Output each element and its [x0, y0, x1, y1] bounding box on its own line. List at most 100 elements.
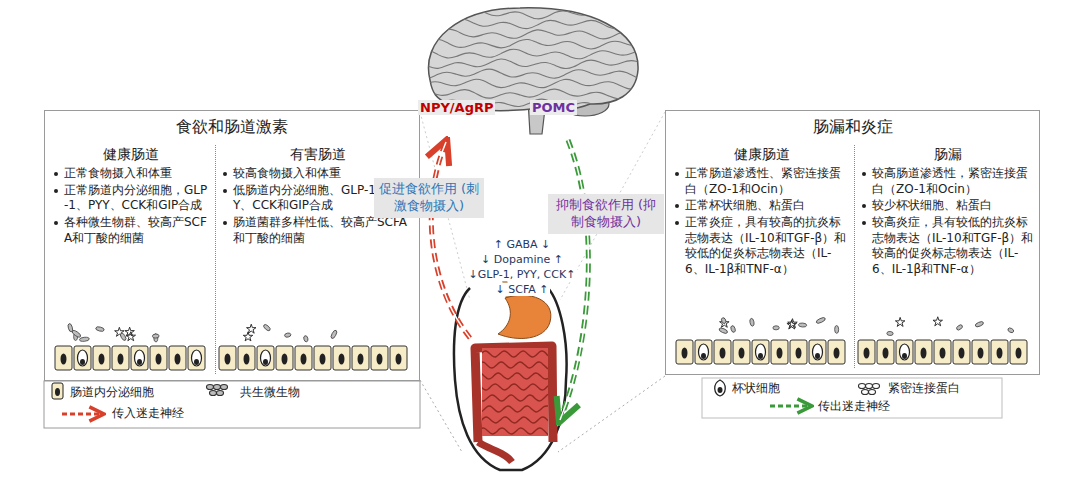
legend-sample: [62, 414, 102, 415]
gut-column: 健康肠道正常肠道渗透性、紧密连接蛋白（ZO-1和Ocin）正常杯状细胞、粘蛋白正…: [672, 145, 852, 368]
panel-box: 食欲和肠道激素健康肠道正常食物摄入和体重正常肠道内分泌细胞，GLP-1、PYY、…: [44, 110, 420, 381]
brain-region: NPY/AgRP: [418, 100, 495, 115]
microbe: [243, 332, 253, 341]
microbe: [263, 323, 272, 331]
brain-gyri: [420, 9, 645, 108]
bullet-item: 较高炎症，具有较低的抗炎标志物表达（IL-10和TGF-β）和较高的促炎标志物表…: [861, 215, 1034, 277]
cell-nucleus: [156, 354, 162, 365]
cell-nucleus: [815, 353, 820, 359]
bullet-item: 较少杯状细胞、粘蛋白: [861, 198, 1034, 214]
cell-nucleus: [263, 359, 268, 365]
effect-tag: 促进食欲作用 (刺激食物摄入): [374, 178, 484, 218]
cell-nucleus: [244, 354, 250, 365]
microbe: [895, 317, 905, 326]
microbe-icon: [214, 385, 221, 390]
cell-nucleus: [396, 354, 402, 365]
cell-nucleus: [959, 348, 965, 359]
microbe: [79, 337, 89, 342]
epithelial-cell: [809, 340, 826, 364]
microbe: [284, 332, 291, 337]
epithelial-cell: [314, 346, 331, 370]
legend-text: 共生微生物: [240, 385, 300, 401]
gyrus-line: [420, 29, 645, 39]
gut-column: 健康肠道正常食物摄入和体重正常肠道内分泌细胞，GLP-1、PYY、CCK和GIP…: [51, 145, 211, 374]
cell-nucleus: [921, 348, 927, 359]
cell-nucleus: [883, 348, 889, 359]
cell-nucleus: [902, 353, 907, 359]
microbe: [975, 321, 985, 328]
legend-text: 传入迷走神经: [112, 406, 184, 422]
legend-sample: [207, 385, 228, 396]
digestive-tract: [454, 278, 567, 470]
epithelial-cell: [74, 346, 91, 370]
cell-nucleus: [701, 353, 706, 359]
signal-change: ↓ SCFA ↑: [494, 283, 551, 296]
microbe-icon: [217, 391, 224, 396]
cell-nucleus: [720, 348, 726, 359]
cell-nucleus: [834, 348, 840, 359]
epithelial-cell: [991, 340, 1008, 364]
cell-nucleus: [1016, 348, 1022, 359]
microbe: [152, 334, 159, 338]
microbe: [749, 318, 754, 326]
epithelium: [676, 317, 845, 364]
special-cell: [135, 350, 145, 366]
microbe: [798, 323, 806, 328]
afferent-vagus-arrow: [431, 142, 470, 338]
epithelial-cell: [972, 340, 989, 364]
cell-nucleus: [377, 354, 383, 365]
microbe: [887, 331, 894, 335]
intestine-loops: [480, 351, 548, 435]
special-cell: [756, 344, 766, 360]
special-cell: [78, 350, 88, 366]
legend-text: 紧密连接蛋白: [888, 381, 960, 397]
epithelial-cell: [733, 340, 750, 364]
bullet-item: 正常肠道渗透性、紧密连接蛋白（ZO-1和Ocin）: [674, 166, 850, 197]
gyrus-line: [420, 89, 645, 99]
epithelial-cell: [828, 340, 845, 364]
intestine-loop: [480, 428, 548, 435]
panel-box: 肠漏和炎症健康肠道正常肠道渗透性、紧密连接蛋白（ZO-1和Ocin）正常杯状细胞…: [665, 110, 1040, 375]
special-cell: [813, 344, 823, 360]
microbe-icon: [221, 385, 228, 390]
stomach: [498, 295, 551, 338]
gyrus-line: [420, 19, 645, 29]
intestine-loop: [480, 372, 548, 379]
microbe: [773, 326, 779, 330]
panel-title: 肠漏和炎症: [666, 117, 1039, 138]
gyrus-line: [420, 59, 645, 69]
cell-nucleus: [175, 354, 181, 365]
epithelial-cell: [333, 346, 350, 370]
legend-sample: [859, 384, 880, 395]
signal-change: ↑ GABA ↓: [492, 238, 553, 251]
bullet-item: 正常肠道内分泌细胞，GLP-1、PYY、CCK和GIP合成: [53, 183, 209, 214]
gyrus-line: [420, 79, 645, 89]
microbe: [816, 317, 826, 325]
microbe-icon: [869, 390, 876, 395]
brain: [420, 8, 645, 134]
large-intestine: [475, 346, 553, 442]
bullet-item: 各种微生物群、较高产SCFA和丁酸的细菌: [53, 215, 209, 246]
intestine-loop: [480, 406, 548, 413]
brain-region: POMC: [530, 100, 577, 115]
epithelial-cell: [55, 346, 72, 370]
microbe-icon: [207, 385, 214, 390]
epithelial-cell: [276, 346, 293, 370]
column-heading: 健康肠道: [674, 145, 850, 163]
microbe: [119, 332, 127, 341]
epithelial-cell: [714, 340, 731, 364]
epithelial-cell: [953, 340, 970, 364]
epithelial-cell: [877, 340, 894, 364]
arrow-inner: [431, 142, 470, 338]
microbe: [721, 317, 727, 324]
legend-text: 传出迷走神经: [818, 399, 890, 415]
nerve-arrow-icon: [62, 413, 102, 416]
legend-text: 肠道内分泌细胞: [70, 385, 154, 401]
gyrus-line: [420, 69, 645, 80]
epithelium: [55, 323, 205, 370]
cell-nucleus: [80, 359, 85, 365]
cell-nucleus: [777, 348, 783, 359]
epithelial-cell: [695, 340, 712, 364]
cell-nucleus: [739, 348, 745, 359]
legend-sample: [52, 383, 63, 399]
